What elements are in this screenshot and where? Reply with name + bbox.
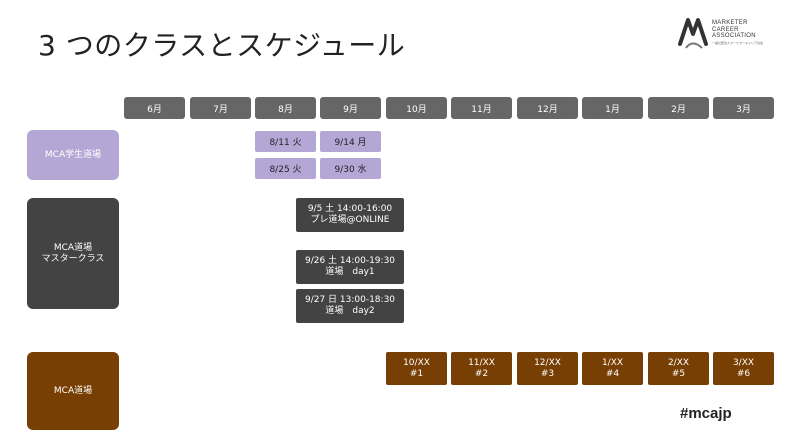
mca-logo-mark-icon xyxy=(678,18,708,49)
month-header-jun: 6月 xyxy=(124,97,185,119)
session-date: 11/XX xyxy=(468,357,495,368)
student-date-chip: 8/25 火 xyxy=(255,158,316,179)
event-label: 道場 day1 xyxy=(325,267,375,277)
month-header-nov: 11月 xyxy=(451,97,512,119)
dojo-session-2: 11/XX #2 xyxy=(451,352,512,385)
month-header-aug: 8月 xyxy=(255,97,316,119)
session-number: #1 xyxy=(409,368,424,379)
session-date: 10/XX xyxy=(403,357,430,368)
category-master-class: MCA道場 マスタークラス xyxy=(27,198,119,309)
session-number: #4 xyxy=(605,368,620,379)
dojo-session-4: 1/XX #4 xyxy=(582,352,643,385)
session-date: 3/XX xyxy=(732,357,755,368)
dojo-session-5: 2/XX #5 xyxy=(648,352,709,385)
dojo-session-3: 12/XX #3 xyxy=(517,352,578,385)
month-header-sep: 9月 xyxy=(320,97,381,119)
session-date: 2/XX xyxy=(667,357,690,368)
event-label: プレ道場@ONLINE xyxy=(310,215,390,225)
student-date-chip: 9/14 月 xyxy=(320,131,381,152)
session-date: 12/XX xyxy=(534,357,561,368)
session-number: #3 xyxy=(540,368,555,379)
month-header-feb: 2月 xyxy=(648,97,709,119)
logo-wordmark: MARKETER CAREER ASSOCIATION xyxy=(712,20,756,39)
category-mca-dojo: MCA道場 xyxy=(27,352,119,430)
category-student-dojo: MCA学生道場 xyxy=(27,130,119,180)
logo-subtitle: 一般社団法人マーケターキャリア協会 xyxy=(712,41,764,45)
session-number: #5 xyxy=(671,368,686,379)
month-header-jan: 1月 xyxy=(582,97,643,119)
session-date: 1/XX xyxy=(601,357,624,368)
mca-logo: MARKETER CAREER ASSOCIATION 一般社団法人マーケターキ… xyxy=(676,14,766,54)
event-datetime: 9/27 日 13:00-18:30 xyxy=(304,295,396,305)
month-header-oct: 10月 xyxy=(386,97,447,119)
dojo-session-1: 10/XX #1 xyxy=(386,352,447,385)
month-header-dec: 12月 xyxy=(517,97,578,119)
page-title: 3 つのクラスとスケジュール xyxy=(38,29,406,62)
category-master-line1: MCA道場 xyxy=(53,242,93,253)
master-event-pre-dojo: 9/5 土 14:00-16:00 プレ道場@ONLINE xyxy=(296,198,404,232)
session-number: #6 xyxy=(736,368,751,379)
master-event-day2: 9/27 日 13:00-18:30 道場 day2 xyxy=(296,289,404,323)
event-datetime: 9/5 土 14:00-16:00 xyxy=(307,204,393,214)
dojo-session-6: 3/XX #6 xyxy=(713,352,774,385)
event-datetime: 9/26 土 14:00-19:30 xyxy=(304,256,396,266)
master-event-day1: 9/26 土 14:00-19:30 道場 day1 xyxy=(296,250,404,284)
event-label: 道場 day2 xyxy=(325,306,375,316)
student-date-chip: 8/11 火 xyxy=(255,131,316,152)
student-date-chip: 9/30 水 xyxy=(320,158,381,179)
category-master-line2: マスタークラス xyxy=(41,253,105,264)
month-header-jul: 7月 xyxy=(190,97,251,119)
session-number: #2 xyxy=(474,368,489,379)
month-header-mar: 3月 xyxy=(713,97,774,119)
hashtag: #mcajp xyxy=(680,405,732,422)
